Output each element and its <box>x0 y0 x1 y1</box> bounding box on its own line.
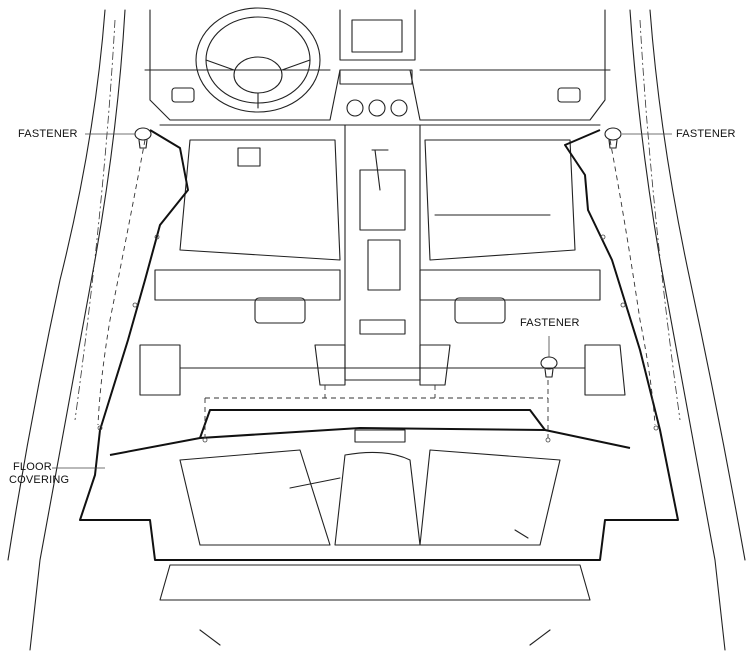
vehicle-body-outline <box>7 9 746 651</box>
center-console <box>314 9 451 386</box>
dashboard <box>144 9 611 126</box>
fastener-right-label: FASTENER <box>676 128 736 140</box>
steering-wheel <box>195 7 321 167</box>
rear-seat-area <box>159 449 591 646</box>
leader-lines <box>52 133 672 469</box>
floor-covering <box>79 129 679 561</box>
floor-covering-label-line2: COVERING <box>9 474 70 486</box>
front-footwells <box>179 139 576 261</box>
fastener-left-icon <box>134 127 152 149</box>
fastener-right-icon <box>604 127 622 149</box>
rear-floor <box>139 269 626 396</box>
mounting-holes <box>97 234 659 443</box>
fastener-center-icon <box>540 356 558 378</box>
fastener-left-label: FASTENER <box>18 128 78 140</box>
floor-covering-label-line1: FLOOR <box>13 461 52 473</box>
fastener-locator-lines <box>97 139 656 438</box>
fastener-center-label: FASTENER <box>520 317 580 329</box>
